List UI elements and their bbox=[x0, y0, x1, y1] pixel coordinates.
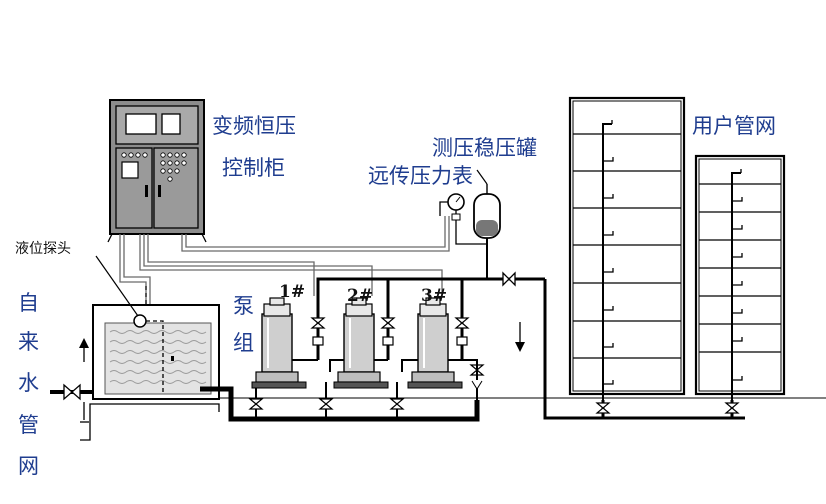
level-probe-label: 液位探头 bbox=[15, 241, 71, 257]
remote-pressure-gauge bbox=[439, 193, 487, 245]
city-water-label-5: 网 bbox=[18, 454, 39, 478]
remote-gauge-label: 远传压力表 bbox=[368, 164, 473, 188]
pump-group-label-1: 泵 bbox=[233, 294, 254, 318]
pressure-tank-label: 测压稳压罐 bbox=[432, 136, 537, 160]
control-cables bbox=[119, 216, 450, 318]
main-outlet-valve bbox=[502, 271, 516, 287]
pump-3 bbox=[401, 297, 463, 389]
level-probe bbox=[146, 320, 164, 395]
discharge-valves bbox=[310, 317, 485, 376]
float-valve bbox=[133, 314, 147, 328]
control-cabinet bbox=[107, 99, 207, 243]
cabinet-label-line1: 变频恒压 bbox=[212, 114, 296, 138]
inlet-valve bbox=[63, 383, 81, 401]
pump-1-label: 1# bbox=[279, 282, 305, 302]
cabinet-label-line2: 控制柜 bbox=[222, 156, 285, 180]
user-network-label: 用户管网 bbox=[692, 114, 776, 138]
pump-1 bbox=[251, 297, 318, 389]
city-water-label-2: 来 bbox=[18, 330, 39, 354]
building-tall bbox=[568, 96, 686, 400]
pump-3-label: 3# bbox=[421, 286, 447, 306]
building-valves bbox=[595, 402, 740, 414]
pump-2 bbox=[329, 297, 389, 389]
building-short bbox=[694, 154, 786, 400]
cabinet-display bbox=[125, 113, 157, 135]
check-valves bbox=[312, 336, 468, 346]
suction-valves bbox=[248, 398, 405, 410]
water-tank bbox=[92, 304, 220, 400]
city-water-label-1: 自 bbox=[18, 291, 39, 315]
pump-2-label: 2# bbox=[347, 286, 373, 306]
city-water-label-4: 管 bbox=[18, 413, 39, 437]
city-water-label-3: 水 bbox=[18, 371, 39, 395]
pump-group-label-2: 组 bbox=[233, 331, 254, 355]
pressure-tank bbox=[473, 169, 501, 279]
city-water-inlet bbox=[50, 338, 220, 441]
